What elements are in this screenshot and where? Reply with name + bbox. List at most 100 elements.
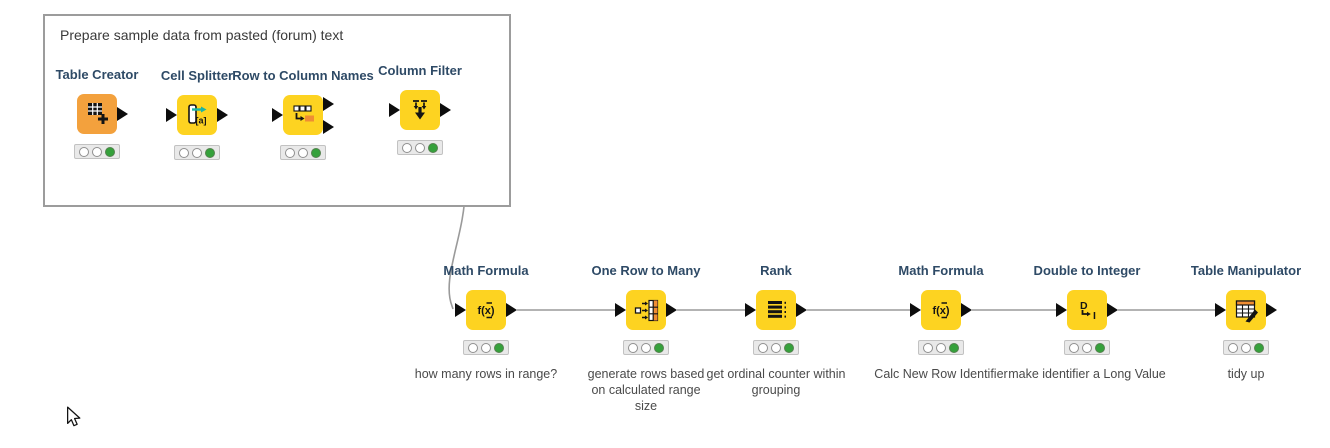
traffic-light (280, 145, 326, 160)
node-title: One Row to Many (591, 263, 701, 278)
status-dot-green (428, 142, 438, 153)
node-description: Calc New Row Identifier (874, 367, 1008, 381)
output-port[interactable] (961, 303, 972, 317)
node-body[interactable] (389, 90, 451, 130)
traffic-light (463, 340, 509, 355)
output-port-2[interactable] (323, 120, 334, 134)
output-port[interactable] (666, 303, 677, 317)
node-title: Cell Splitter (160, 68, 234, 83)
status-dot-green (1095, 342, 1105, 353)
status-dot-green (1254, 342, 1264, 353)
node-body[interactable] (615, 290, 677, 330)
svg-text:I: I (1093, 310, 1096, 322)
svg-text:f(x): f(x) (477, 305, 494, 317)
status-dot-red (1069, 342, 1079, 353)
status-dot-green (784, 342, 794, 353)
node-description: tidy up (1227, 367, 1265, 381)
status-dot-yellow (415, 142, 425, 153)
double-to-integer-icon: D I (1080, 300, 1096, 322)
node-title: Double to Integer (1033, 263, 1141, 278)
status-dot-yellow (1241, 342, 1251, 353)
node-one-row-to-many[interactable]: One Row to Many generate rows based on c… (588, 263, 705, 413)
rank-icon (768, 301, 786, 318)
status-dot-red (758, 342, 768, 353)
node-math-formula-2[interactable]: Math Formula f(x) Calc New Row Identifie… (874, 263, 1007, 381)
traffic-light (753, 340, 799, 355)
input-port[interactable] (910, 303, 921, 317)
node-body[interactable] (1215, 290, 1277, 330)
input-port[interactable] (272, 108, 283, 122)
math-formula-icon: f(x) (932, 302, 950, 319)
node-title: Table Creator (55, 67, 139, 82)
output-port[interactable] (440, 103, 451, 117)
traffic-light (1223, 340, 1269, 355)
node-column-filter[interactable]: Column Filter (378, 63, 462, 155)
output-port[interactable] (117, 107, 128, 121)
one-row-to-many-icon (634, 299, 659, 322)
input-port[interactable] (1215, 303, 1226, 317)
node-row-to-column-names[interactable]: Row to Column Names (232, 68, 374, 160)
traffic-light (623, 340, 669, 355)
svg-text:f(x): f(x) (932, 305, 949, 317)
node-description: make identifier a Long Value (1008, 367, 1166, 381)
status-dot-yellow (771, 342, 781, 353)
traffic-light (174, 145, 220, 160)
math-formula-icon: f(x) (477, 302, 495, 319)
traffic-light (74, 144, 120, 159)
node-cell-splitter[interactable]: Cell Splitter [a] (161, 68, 233, 160)
svg-text:[a]: [a] (196, 116, 207, 126)
status-dot-yellow (1082, 342, 1092, 353)
node-body[interactable]: [a] (166, 95, 228, 135)
input-port[interactable] (1056, 303, 1067, 317)
node-math-formula-1[interactable]: Math Formula f(x) how many rows in range… (415, 263, 557, 381)
status-dot-green (205, 147, 215, 158)
status-dot-red (179, 147, 189, 158)
table-manipulator-icon (1235, 300, 1258, 323)
node-body[interactable] (745, 290, 807, 330)
node-title: Rank (760, 263, 792, 278)
node-body[interactable] (77, 94, 128, 134)
status-dot-red (402, 142, 412, 153)
output-port[interactable] (217, 108, 228, 122)
status-dot-yellow (936, 342, 946, 353)
input-port[interactable] (615, 303, 626, 317)
mouse-cursor-icon (66, 406, 81, 427)
status-dot-red (923, 342, 933, 353)
input-port[interactable] (166, 108, 177, 122)
output-port[interactable] (1107, 303, 1118, 317)
input-port[interactable] (455, 303, 466, 317)
table-creator-icon (88, 103, 108, 124)
node-rank[interactable]: Rank get ordinal counter within grouping (707, 263, 846, 397)
output-port-1[interactable] (323, 97, 334, 111)
row-to-column-names-icon (293, 105, 314, 122)
node-body[interactable]: f(x) (910, 290, 972, 330)
annotation-title: Prepare sample data from pasted (forum) … (60, 27, 344, 43)
node-title: Column Filter (378, 63, 462, 78)
status-dot-yellow (192, 147, 202, 158)
output-port[interactable] (796, 303, 807, 317)
input-port[interactable] (745, 303, 756, 317)
node-table-creator[interactable]: Table Creator (56, 67, 138, 159)
status-dot-yellow (481, 342, 491, 353)
status-dot-red (1228, 342, 1238, 353)
status-dot-red (468, 342, 478, 353)
node-description: generate rows based on calculated range … (587, 367, 705, 413)
node-title: Math Formula (898, 263, 984, 278)
output-port[interactable] (506, 303, 517, 317)
status-dot-yellow (298, 147, 308, 158)
input-port[interactable] (389, 103, 400, 117)
node-double-to-integer[interactable]: Double to Integer D I make identifier a … (1008, 263, 1166, 381)
cell-splitter-icon: [a] (188, 104, 207, 126)
status-dot-green (654, 342, 664, 353)
svg-text:D: D (1080, 300, 1088, 312)
status-dot-red (285, 147, 295, 158)
node-body[interactable] (272, 95, 334, 135)
node-body[interactable]: f(x) (455, 290, 517, 330)
node-body[interactable]: D I (1056, 290, 1118, 330)
status-dot-yellow (641, 342, 651, 353)
output-port[interactable] (1266, 303, 1277, 317)
status-dot-green (949, 342, 959, 353)
node-table-manipulator[interactable]: Table Manipulator tidy up (1191, 263, 1301, 381)
node-title: Math Formula (443, 263, 529, 278)
